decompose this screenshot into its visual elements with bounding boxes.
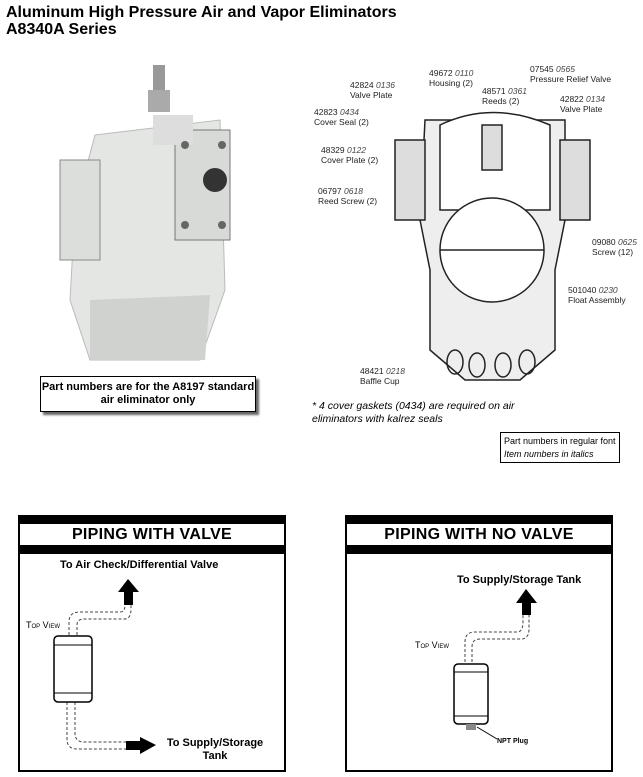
font-legend: Part numbers in regular font Item number… — [500, 432, 620, 463]
panel-title: PIPING WITH VALVE — [71, 526, 233, 543]
piping-with-valve-panel: PIPING WITH VALVE To Air Check/Different… — [18, 515, 286, 772]
to-supply-label: To Supply/Storage Tank — [457, 574, 582, 586]
piping-no-valve-panel: PIPING WITH NO VALVE To Supply/Storage T… — [345, 515, 613, 772]
gasket-note: * 4 cover gaskets (0434) are required on… — [312, 400, 515, 425]
arrow-up-icon — [516, 589, 537, 615]
piping-diagram — [53, 579, 156, 754]
arrow-right-icon — [126, 737, 156, 754]
title-line1: Aluminum High Pressure Air and Vapor Eli… — [6, 4, 397, 21]
top-view-label: Top View — [26, 620, 61, 630]
legend-regular: Part numbers in regular font — [504, 436, 616, 446]
panel-title: PIPING WITH NO VALVE — [384, 526, 574, 543]
divider — [347, 545, 611, 554]
piping-diagram — [453, 589, 537, 740]
title-line2: A8340A Series — [6, 21, 117, 38]
npt-plug-label: NPT Plug — [497, 738, 529, 745]
divider — [20, 545, 284, 554]
to-supply-label: To Supply/Storage Tank — [166, 737, 264, 762]
legend-italic: Item numbers in italics — [504, 449, 594, 459]
page-title: Aluminum High Pressure Air and Vapor Eli… — [6, 4, 397, 38]
cross-section-diagram — [394, 111, 591, 381]
divider — [20, 517, 284, 524]
top-view-label: Top View — [415, 640, 450, 650]
divider — [347, 517, 611, 524]
to-air-check-label: To Air Check/Differential Valve — [60, 559, 219, 571]
product-photo — [59, 65, 231, 361]
part-number-note: Part numbers are for the A8197 standard … — [40, 376, 256, 412]
arrow-up-icon — [118, 579, 139, 605]
